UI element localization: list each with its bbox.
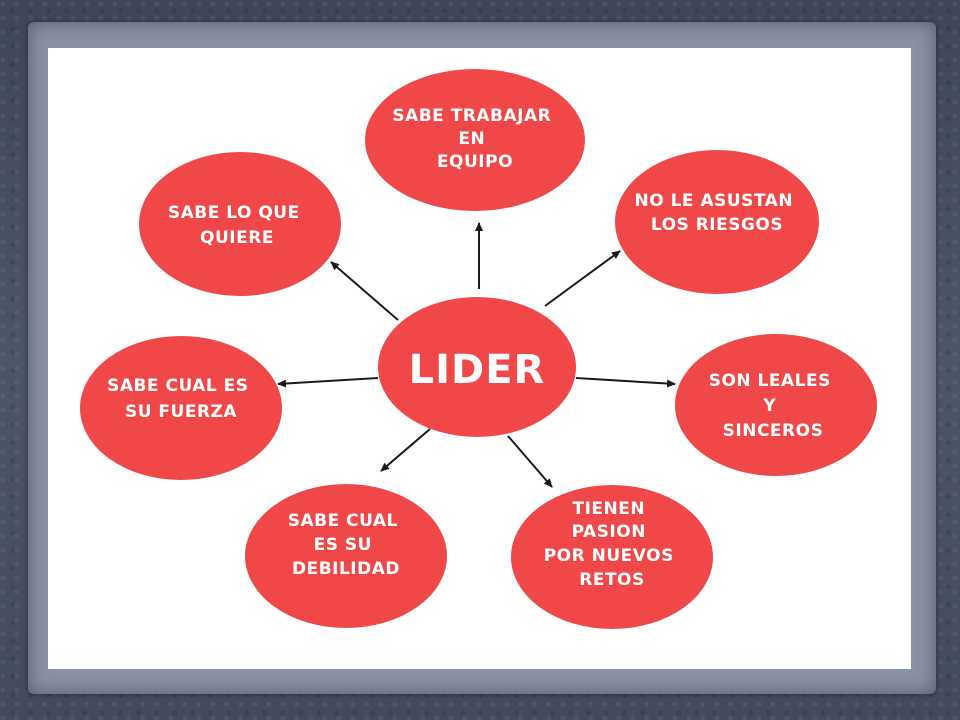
node-bottom-left-line-2: ES SU xyxy=(314,535,372,555)
node-bottom-left-label: SABE CUAL ES SU DEBILIDAD xyxy=(288,511,405,579)
node-top-right-line-2: LOS RIESGOS xyxy=(651,215,783,235)
center-node: LIDER xyxy=(378,297,576,437)
node-right-label: SON LEALES Y SINCEROS xyxy=(709,371,838,441)
node-top-right-label: NO LE ASUSTAN LOS RIESGOS xyxy=(635,191,800,235)
node-top-left-label: SABE LO QUE QUIERE xyxy=(168,203,306,248)
node-top-shape xyxy=(365,69,585,211)
node-left-shape xyxy=(80,336,282,480)
node-bottom-right-shape xyxy=(511,485,713,629)
node-right-line-3: SINCEROS xyxy=(723,421,824,441)
node-bottom-left-line-1: SABE CUAL xyxy=(288,511,398,531)
node-bottom-left-line-3: DEBILIDAD xyxy=(292,559,400,579)
node-bottom-left-shape xyxy=(245,484,447,628)
node-top: SABE TRABAJAR EN EQUIPO xyxy=(365,69,585,211)
node-right: SON LEALES Y SINCEROS xyxy=(675,334,877,476)
arrow-to-top-left xyxy=(330,261,399,321)
arrow-to-bottom-right xyxy=(507,435,553,488)
node-bottom-right-line-2: PASION xyxy=(572,522,646,542)
node-left-label: SABE CUAL ES SU FUERZA xyxy=(107,376,255,422)
node-right-line-2: Y xyxy=(762,396,776,416)
node-bottom-right-label: TIENEN PASION POR NUEVOS RETOS xyxy=(544,499,681,590)
node-bottom-left: SABE CUAL ES SU DEBILIDAD xyxy=(245,484,447,628)
node-top-left-shape xyxy=(139,152,341,296)
node-top-left-line-2: QUIERE xyxy=(200,228,274,248)
node-top-line-1: SABE TRABAJAR xyxy=(392,106,551,126)
node-top-right: NO LE ASUSTAN LOS RIESGOS xyxy=(615,150,819,294)
node-bottom-right-line-3: POR NUEVOS xyxy=(544,546,674,566)
node-bottom-right-line-4: RETOS xyxy=(579,570,645,590)
node-bottom-right-line-1: TIENEN xyxy=(572,499,645,519)
node-top-left-line-1: SABE LO QUE xyxy=(168,203,300,223)
node-left-line-2: SU FUERZA xyxy=(125,402,237,422)
node-top-left: SABE LO QUE QUIERE xyxy=(139,152,341,296)
node-top-line-2: EN xyxy=(458,129,485,149)
arrow-to-top-right xyxy=(544,250,621,307)
node-left-line-1: SABE CUAL ES xyxy=(107,376,248,396)
center-node-shape xyxy=(378,297,576,437)
node-top-label: SABE TRABAJAR EN EQUIPO xyxy=(392,106,557,172)
center-node-label: LIDER xyxy=(409,347,546,393)
node-right-shape xyxy=(675,334,877,476)
arrow-to-left xyxy=(277,377,379,388)
arrow-to-bottom-left xyxy=(380,428,431,472)
node-top-right-shape xyxy=(615,150,819,294)
arrows-group xyxy=(277,222,676,488)
node-bottom-right: TIENEN PASION POR NUEVOS RETOS xyxy=(511,485,713,629)
arrow-to-right xyxy=(575,377,676,388)
node-top-right-line-1: NO LE ASUSTAN xyxy=(635,191,794,211)
node-top-line-3: EQUIPO xyxy=(437,152,513,172)
node-right-line-1: SON LEALES xyxy=(709,371,831,391)
node-left: SABE CUAL ES SU FUERZA xyxy=(80,336,282,480)
